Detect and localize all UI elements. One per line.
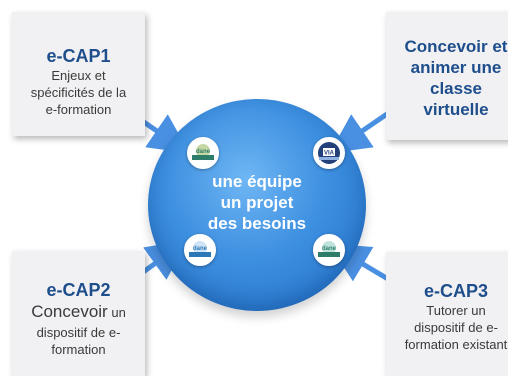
card-ecap3: e-CAP3 Tutorer un dispositif de e- forma… [386, 252, 508, 376]
arrow-bottom-right [328, 243, 390, 282]
badge-text: VIA [324, 151, 335, 157]
card-text: formation [51, 342, 106, 357]
badge-text: dane [322, 246, 337, 252]
card-title-line: classe [430, 79, 482, 98]
card-text: formation existant [404, 337, 508, 352]
card-text: spécificités de la [30, 85, 127, 100]
card-title-line: Concevoir et [404, 37, 508, 56]
card-text: Concevoir un [12, 301, 145, 324]
via-badge-icon: VIA [313, 137, 345, 169]
card-text-small: un [107, 305, 126, 320]
center-text: une équipe un projet des besoins [148, 171, 366, 234]
center-circle: une équipe un projet des besoins [148, 99, 366, 311]
badge-text: dane [196, 149, 211, 155]
dane-badge-icon: dane [313, 234, 345, 266]
center-line: un projet [220, 193, 294, 212]
card-text-big: Concevoir [31, 302, 108, 321]
dane-badge-icon: dane [187, 137, 219, 169]
card-text: e-formation [45, 102, 112, 117]
center-line: des besoins [207, 214, 307, 233]
card-title: e-CAP1 [46, 46, 111, 66]
card-ecap2: e-CAP2 Concevoir un dispositif de e- for… [12, 251, 145, 376]
card-title-line: virtuelle [423, 100, 489, 119]
badge-text: dane [193, 246, 208, 252]
card-text: dispositif de e- [36, 325, 121, 340]
card-classe-virtuelle: Concevoir et animer une classe virtuelle [386, 12, 508, 140]
card-title: e-CAP2 [46, 280, 111, 300]
card-text: dispositif de e- [414, 320, 498, 335]
card-ecap1: e-CAP1 Enjeux et spécificités de la e-fo… [12, 12, 145, 136]
card-text: Enjeux et [51, 68, 106, 83]
card-title-line: animer une [410, 58, 502, 77]
center-line: une équipe [212, 172, 302, 191]
dane-badge-icon: dane [184, 234, 216, 266]
card-title: e-CAP3 [423, 281, 489, 301]
arrow-top-right [329, 109, 392, 154]
card-text: Tutorer un [426, 303, 486, 318]
